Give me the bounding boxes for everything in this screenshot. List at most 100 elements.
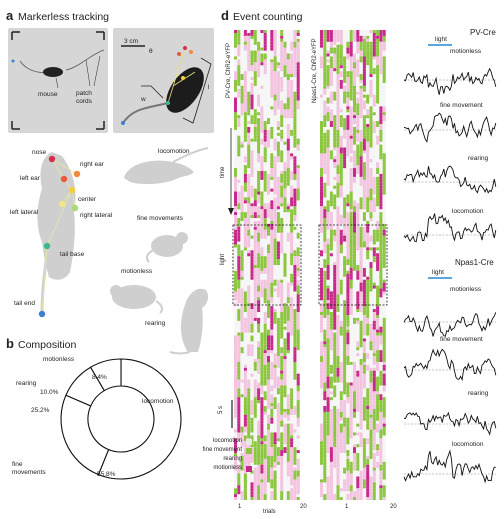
- raster-cell: [346, 470, 350, 474]
- raster-cell: [267, 253, 270, 257]
- raster-cell: [379, 253, 383, 257]
- raster-cell: [366, 326, 370, 330]
- raster-cell: [353, 212, 356, 216]
- raster-cell: [323, 162, 327, 166]
- raster-cell: [339, 397, 343, 401]
- raster-cell: [382, 256, 386, 260]
- raster-cell: [366, 364, 370, 368]
- raster-cell: [382, 47, 386, 51]
- raster-cell: [243, 388, 247, 392]
- raster-cell: [379, 400, 383, 404]
- raster-cell: [329, 447, 333, 451]
- raster-cell: [336, 53, 340, 57]
- raster-cell: [296, 194, 300, 198]
- raster-cell: [366, 367, 370, 371]
- raster-cell: [257, 138, 261, 142]
- raster-cell: [243, 188, 247, 192]
- raster-cell: [276, 65, 280, 69]
- raster-cell: [323, 168, 327, 172]
- raster-cell: [343, 126, 347, 130]
- raster-cell: [270, 309, 274, 313]
- raster-cell: [260, 203, 264, 207]
- raster-cell: [257, 491, 261, 495]
- raster-cell: [369, 494, 373, 498]
- raster-cell: [263, 379, 267, 383]
- raster-cell: [270, 232, 274, 236]
- raster-cell: [339, 159, 343, 163]
- raster-cell: [336, 294, 340, 298]
- raster-cell: [356, 171, 360, 174]
- raster-cell: [234, 171, 237, 174]
- raster-cell: [382, 473, 386, 477]
- raster-cell: [359, 197, 363, 201]
- raster-cell: [366, 300, 370, 304]
- raster-cell: [247, 121, 251, 125]
- raster-cell: [267, 309, 270, 313]
- raster-cell: [349, 394, 353, 398]
- raster-cell: [379, 270, 383, 274]
- raster-cell: [326, 323, 330, 327]
- raster-cell: [369, 267, 373, 271]
- raster-cell: [336, 129, 340, 133]
- raster-cell: [329, 332, 333, 336]
- raster-cell: [366, 38, 370, 42]
- raster-cell: [250, 153, 254, 157]
- raster-cell: [333, 364, 337, 368]
- raster-cell: [343, 429, 347, 433]
- raster-cell: [290, 229, 294, 233]
- raster-cell: [356, 294, 360, 298]
- raster-cell: [276, 329, 280, 333]
- raster-cell: [379, 432, 383, 436]
- raster-cell: [273, 197, 277, 201]
- raster-cell: [290, 397, 294, 401]
- raster-cell: [276, 253, 280, 257]
- raster-cell: [250, 235, 254, 239]
- raster-cell: [320, 191, 323, 195]
- raster-cell: [290, 197, 294, 201]
- raster-cell: [379, 356, 383, 360]
- raster-cell: [290, 185, 294, 189]
- raster-cell: [273, 71, 277, 75]
- raster-cell: [353, 464, 356, 468]
- raster-cell: [257, 209, 261, 213]
- raster-cell: [293, 262, 297, 266]
- raster-cell: [286, 335, 290, 339]
- raster-cell: [270, 397, 274, 401]
- raster-cell: [253, 309, 257, 313]
- raster-cell: [323, 426, 327, 430]
- tick-1-b: 1: [345, 504, 349, 510]
- raster-cell: [339, 241, 343, 245]
- raster-cell: [336, 438, 340, 442]
- raster-cell: [379, 256, 383, 260]
- raster-cell: [263, 373, 267, 377]
- raster-cell: [267, 185, 270, 189]
- raster-cell: [320, 273, 323, 277]
- raster-cell: [247, 306, 251, 310]
- raster-cell: [237, 256, 241, 260]
- raster-cell: [320, 438, 323, 442]
- raster-cell: [333, 370, 337, 374]
- raster-cell: [250, 497, 254, 501]
- raster-cell: [280, 223, 284, 227]
- raster-cell: [240, 74, 244, 78]
- raster-cell: [320, 30, 323, 33]
- raster-cell: [250, 429, 254, 433]
- raster-cell: [379, 441, 383, 445]
- raster-cell: [323, 53, 327, 57]
- raster-cell: [349, 229, 353, 233]
- raster-cell: [326, 312, 330, 315]
- raster-cell: [362, 267, 366, 271]
- raster-cell: [349, 259, 353, 263]
- raster-cell: [349, 411, 353, 415]
- raster-cell: [293, 35, 297, 39]
- raster-cell: [283, 185, 287, 189]
- raster-cell: [336, 226, 340, 230]
- raster-cell: [369, 144, 373, 148]
- raster-cell: [257, 279, 261, 283]
- raster-cell: [253, 256, 257, 260]
- raster-cell: [329, 494, 333, 498]
- raster-cell: [240, 309, 244, 313]
- raster-cell: [379, 121, 383, 125]
- raster-cell: [349, 194, 353, 198]
- raster-cell: [359, 335, 363, 339]
